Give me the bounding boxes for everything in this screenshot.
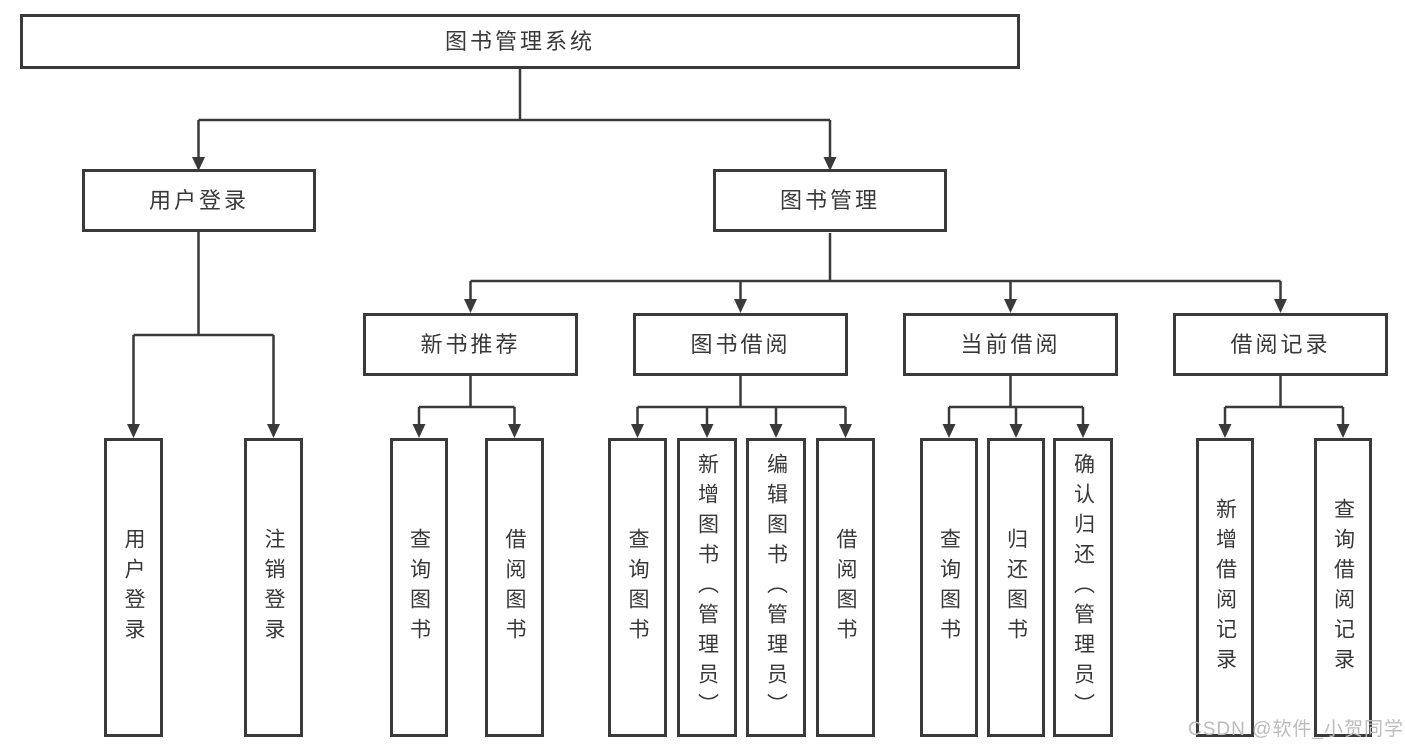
node-label: 图书管理 [779, 187, 880, 213]
arrowhead-icon [412, 424, 426, 438]
arrowhead-icon [1004, 299, 1017, 313]
node-label: 查询图书 [407, 527, 431, 648]
leaf-add-books-admin: 新增图书（管理员） [677, 438, 737, 737]
leaf-logout: 注销登录 [244, 438, 303, 737]
node-label: 新书推荐 [420, 331, 521, 357]
node-label: 查询借阅记录 [1331, 497, 1355, 678]
arrowhead-icon [1336, 424, 1350, 438]
leaf-query-books-3: 查询图书 [920, 438, 978, 737]
arrowhead-icon [127, 424, 140, 438]
connector-current-borrow-to-leaves [942, 376, 1090, 438]
leaf-borrow-books-1: 借阅图书 [485, 438, 544, 737]
connector-book-mgmt-to-level3 [464, 233, 1287, 313]
node-user-login: 用户登录 [82, 169, 316, 232]
leaf-borrow-books-2: 借阅图书 [816, 438, 875, 737]
node-book-borrowing: 图书借阅 [633, 313, 848, 376]
arrowhead-icon [942, 424, 956, 438]
arrowhead-icon [464, 299, 477, 313]
arrowhead-icon [769, 424, 783, 438]
arrowhead-icon [700, 424, 714, 438]
connector-borrow-records-to-leaves [1218, 376, 1350, 438]
connector-line [197, 69, 832, 159]
node-label: 查询图书 [626, 527, 649, 648]
node-label: 新增借阅记录 [1213, 497, 1237, 678]
arrowhead-icon [1218, 424, 1232, 438]
connector-user-login-to-leaves [127, 232, 280, 438]
node-label: 注销登录 [262, 527, 285, 648]
node-label: 确认归还（管理员） [1071, 452, 1095, 723]
leaf-confirm-return-admin: 确认归还（管理员） [1053, 438, 1113, 737]
leaf-edit-books-admin: 编辑图书（管理员） [746, 438, 806, 737]
leaf-query-books-1: 查询图书 [390, 438, 448, 737]
arrowhead-icon [734, 299, 747, 313]
arrowhead-icon [508, 424, 521, 438]
connector-line [636, 376, 847, 426]
connector-root-to-level2 [192, 69, 837, 171]
connector-book-borrow-to-leaves [631, 376, 852, 438]
node-label: 查询图书 [937, 527, 961, 648]
arrowhead-icon [267, 424, 280, 438]
node-label: 新增图书（管理员） [695, 452, 719, 723]
arrowhead-icon [1009, 424, 1023, 438]
connector-line [1223, 376, 1345, 426]
node-new-book-recommend: 新书推荐 [363, 313, 578, 376]
node-label: 当前借阅 [960, 331, 1061, 357]
node-label: 图书借阅 [690, 331, 791, 357]
node-label: 图书管理系统 [444, 28, 595, 54]
leaf-user-login: 用户登录 [104, 438, 163, 737]
node-label: 用户登录 [148, 187, 249, 213]
node-label: 借阅图书 [834, 527, 857, 648]
leaf-add-borrow-record: 新增借阅记录 [1196, 438, 1254, 737]
node-label: 编辑图书（管理员） [764, 452, 788, 723]
leaf-query-borrow-record: 查询借阅记录 [1314, 438, 1372, 737]
node-borrowing-records: 借阅记录 [1173, 313, 1388, 376]
arrowhead-icon [1274, 299, 1287, 313]
node-label: 归还图书 [1004, 527, 1028, 648]
connector-line [417, 376, 516, 426]
node-label: 借阅图书 [503, 527, 526, 648]
node-book-management: 图书管理 [713, 169, 947, 232]
node-root: 图书管理系统 [20, 14, 1020, 69]
connector-line [132, 232, 275, 426]
arrowhead-icon [839, 424, 852, 438]
node-label: 用户登录 [122, 527, 145, 648]
leaf-query-books-2: 查询图书 [608, 438, 667, 737]
arrowhead-icon [1076, 424, 1090, 438]
connector-line [947, 376, 1085, 426]
node-current-borrowing: 当前借阅 [903, 313, 1118, 376]
connector-new-book-to-leaves [412, 376, 521, 438]
csdn-watermark: CSDN @软件_小贺同学 [1188, 719, 1404, 740]
leaf-return-books: 归还图书 [987, 438, 1045, 737]
arrowhead-icon [631, 424, 644, 438]
connector-line [469, 233, 1282, 301]
node-label: 借阅记录 [1230, 331, 1331, 357]
